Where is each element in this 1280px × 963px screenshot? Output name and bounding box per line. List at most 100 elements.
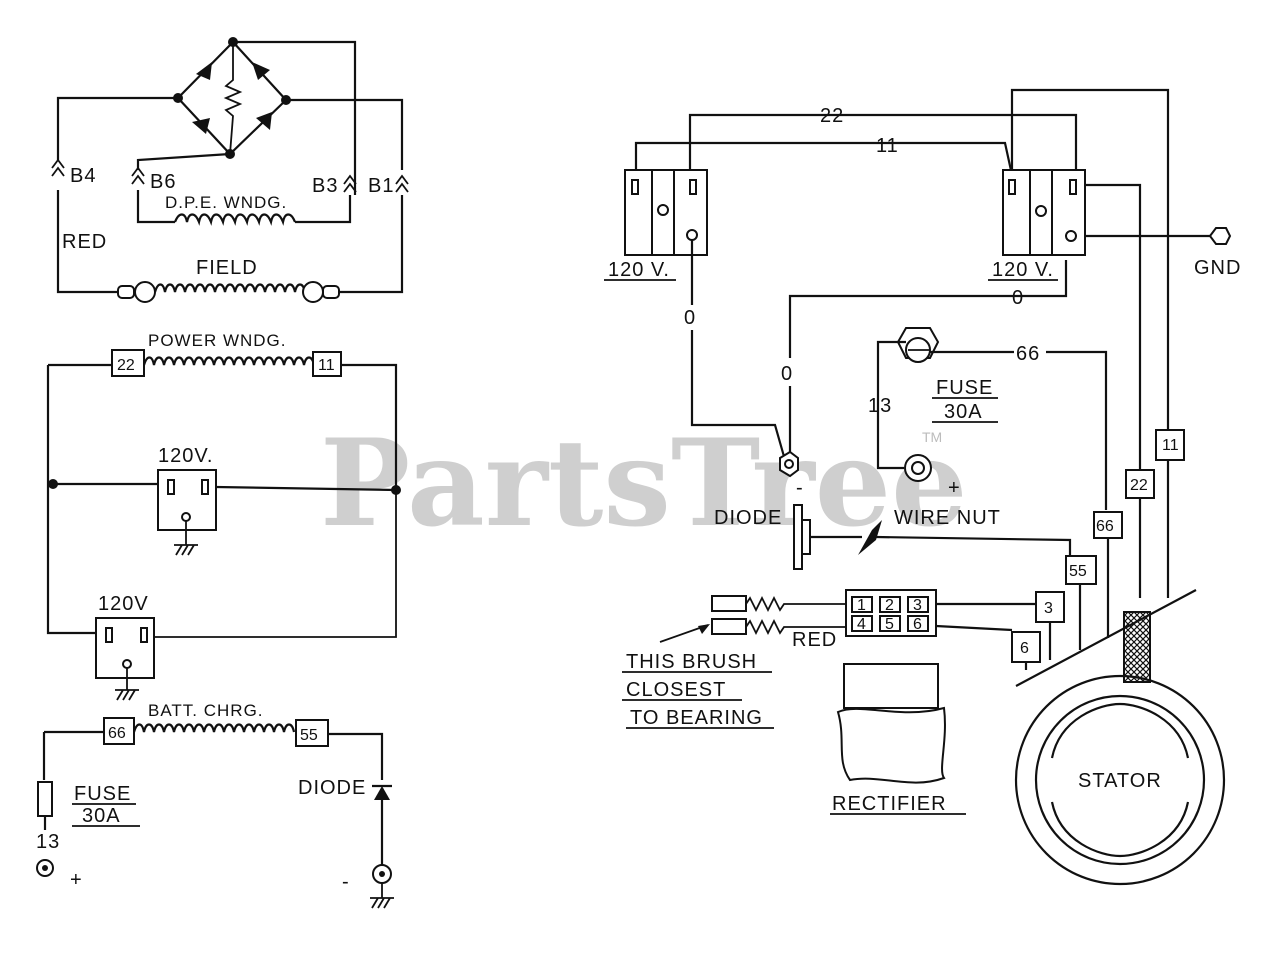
wire-22-long (1076, 183, 1142, 598)
battery-coil-icon (132, 723, 296, 733)
power-winding-circuit: POWER WNDG. 22 11 120V. 120V (46, 331, 401, 701)
outlet-right-slot-a (1008, 179, 1016, 195)
outlet-right-label: 120 V. (992, 259, 1054, 281)
tag-55-right-text: 55 (1069, 563, 1087, 580)
bridge-diode-icon (192, 62, 272, 134)
right-minus-sign: - (796, 477, 804, 499)
battery-charge-label: BATT. CHRG. (148, 701, 264, 720)
fuse-rating: 30A (82, 805, 121, 827)
tag-6-right (1011, 631, 1041, 663)
negative-terminal-center (784, 459, 794, 469)
positive-terminal-inner (911, 461, 925, 475)
wire-nut-icon (858, 520, 882, 555)
wire-0b-label: 0 (1012, 287, 1024, 309)
brush-b3-icon (343, 174, 357, 193)
battery-tag-55-text: 55 (300, 727, 318, 744)
power-coil-icon (142, 356, 316, 366)
outlet-right-slot-b (1069, 179, 1077, 195)
brush-b1-icon (395, 174, 409, 193)
physical-wiring: 22 11 120 V. 120 V. GND 0 0 (604, 88, 1241, 886)
wire-13-right (876, 340, 906, 470)
brush-b4-icon (51, 158, 65, 177)
ground-icon (174, 521, 198, 556)
field-terminal-left (117, 285, 135, 299)
outlet-right-ground (1065, 230, 1077, 242)
diode-stud-icon (793, 504, 803, 570)
terminal-4-text: 4 (857, 616, 866, 633)
diode-icon (374, 786, 390, 800)
right-red-label: RED (792, 629, 837, 651)
tag-22-right-text: 22 (1130, 477, 1148, 494)
positive-sign: + (70, 869, 83, 891)
power-winding-label: POWER WNDG. (148, 331, 287, 350)
negative-sign: - (342, 871, 350, 893)
terminal-1 (851, 596, 873, 613)
gnd-terminal-icon (1208, 227, 1232, 245)
stator-ring (1034, 694, 1206, 866)
fuse-label: FUSE (74, 783, 131, 805)
brush-b4-label: B4 (70, 165, 96, 187)
outlet2-slot-left (105, 627, 113, 643)
tag-6-right-text: 6 (1020, 640, 1029, 657)
wire-66-right (930, 350, 1108, 510)
wire-b6 (136, 152, 231, 170)
stator-label: STATOR (1078, 770, 1162, 792)
field-circuit: B4 B6 B3 B1 D.P.E. WNDG. RED FIELD (51, 37, 409, 303)
wire-13-label: 13 (36, 831, 60, 853)
brush-b6-icon (131, 166, 145, 185)
wire-nut-label: WIRE NUT (894, 507, 1001, 529)
right-diode-label: DIODE (714, 507, 782, 529)
wire-bundle-icon (1123, 611, 1151, 683)
tag-22-right (1125, 469, 1155, 499)
battery-main-wire (44, 730, 384, 780)
tag-3-right-text: 3 (1044, 600, 1053, 617)
field-wire (56, 190, 404, 294)
field-slip-ring-right (302, 281, 324, 303)
fuse-icon (37, 781, 53, 817)
outlet-left-ground (686, 229, 698, 241)
outlet2-label: 120V (98, 593, 149, 615)
tag-11-right-text: 11 (1162, 437, 1179, 454)
brush-note-line1: THIS BRUSH (626, 651, 757, 673)
spring-upper-icon (745, 595, 846, 613)
wire-b4 (56, 96, 178, 160)
right-fuse-rating: 30A (944, 401, 983, 423)
terminal-1-text: 1 (857, 597, 866, 614)
ground-icon (115, 668, 139, 701)
outlet-left-label: 120 V. (608, 259, 670, 281)
power-tag-22 (111, 349, 145, 377)
wire-11-long (1010, 88, 1170, 598)
rectifier-icon (836, 706, 946, 784)
terminal-6 (907, 615, 929, 632)
brush-b1-label: B1 (368, 175, 394, 197)
terminal-3-text: 3 (913, 597, 922, 614)
dpe-winding-wire (136, 190, 352, 224)
negative-terminal-center (379, 871, 385, 877)
brush-note-line2: CLOSEST (626, 679, 726, 701)
gnd-label: GND (1194, 257, 1241, 279)
diode-label: DIODE (298, 777, 366, 799)
wire-22-label: 22 (820, 105, 844, 127)
power-tag-11-text: 11 (318, 357, 335, 374)
field-slip-ring-left (134, 281, 156, 303)
red-wire-label: RED (62, 231, 107, 253)
outlet1-wire (48, 482, 397, 492)
brush-b3-label: B3 (312, 175, 338, 197)
brush-pointer-arrow (698, 624, 710, 634)
wire-0-a-lower (690, 330, 787, 461)
battery-charge-circuit: BATT. CHRG. 66 55 FUSE 30A 13 + DIODE - (36, 701, 394, 909)
dpe-winding-label: D.P.E. WNDG. (165, 193, 287, 212)
outlet1-slot-right (201, 479, 209, 495)
spring-lower-icon (745, 618, 846, 636)
battery-tag-66 (103, 717, 135, 745)
outlet2-wire (154, 490, 397, 638)
stator-lower-slot (1050, 801, 1190, 858)
rectifier-top (843, 663, 939, 709)
right-plus-sign: + (948, 477, 961, 499)
brush-upper-icon (711, 595, 747, 612)
diode-body (801, 519, 811, 555)
outlet1-slot-left (167, 479, 175, 495)
wire-0c-label: 0 (781, 363, 793, 385)
